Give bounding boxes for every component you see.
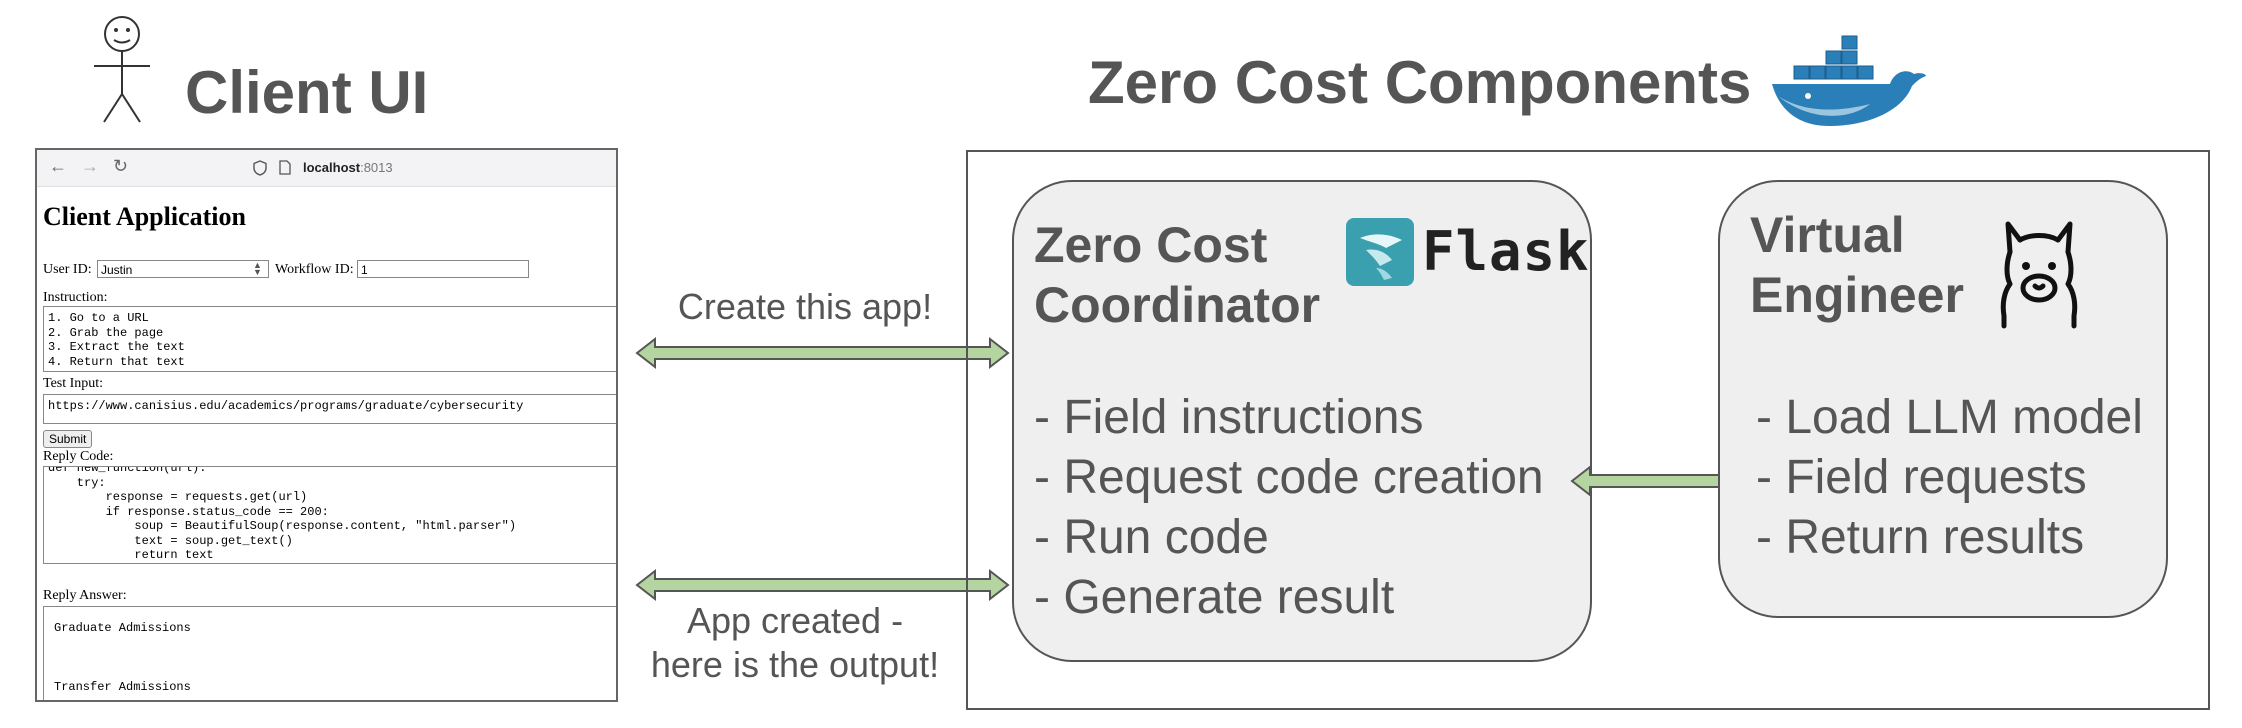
reply-answer-label: Reply Answer:	[43, 588, 127, 603]
code-line: soup = BeautifulSoup(response.content, "…	[48, 519, 517, 533]
user-id-label: User ID:	[43, 262, 92, 277]
code-line: try:	[48, 475, 106, 490]
engineer-title-line1: Virtual	[1750, 207, 1905, 263]
submit-button[interactable]: Submit	[43, 430, 93, 448]
code-line: def new_function(url):	[48, 466, 207, 475]
instruction-line: 2. Grab the page	[48, 325, 164, 340]
components-title: Zero Cost Components	[1088, 49, 1752, 116]
code-line: response = requests.get(url)	[48, 490, 308, 504]
instruction-line: 4. Return that text	[48, 354, 185, 369]
reply-code-textarea[interactable]: def new_function(url): try: response = r…	[43, 466, 616, 564]
url-host: localhost	[303, 160, 361, 175]
shield-icon	[253, 160, 267, 176]
engineer-panel	[1718, 180, 2168, 618]
coordinator-title-line2: Coordinator	[1034, 277, 1321, 333]
docker-whale-icon	[1772, 35, 1926, 126]
stepper-icon[interactable]: ▲▼	[253, 260, 262, 277]
coordinator-panel	[1012, 180, 1592, 662]
client-ui-title: Client UI	[185, 59, 429, 126]
test-input-value: https://www.canisius.edu/academics/progr…	[48, 399, 524, 413]
forward-arrow-icon[interactable]: →	[81, 156, 99, 176]
instruction-textarea[interactable]: 1. Go to a URL 2. Grab the page 3. Extra…	[43, 306, 616, 372]
app-title: Client Application	[43, 202, 246, 231]
coordinator-bullet: - Field instructions	[1034, 391, 1424, 444]
reload-icon[interactable]: ↻	[113, 156, 129, 176]
flask-logo-icon	[1346, 218, 1414, 286]
coordinator-bullet: - Generate result	[1034, 571, 1395, 624]
back-arrow-icon[interactable]: ←	[49, 156, 67, 176]
reply-code-label: Reply Code:	[43, 449, 114, 464]
engineer-bullet: - Return results	[1756, 511, 2085, 564]
instruction-line: 1. Go to a URL	[48, 311, 149, 325]
coordinator-bullet: - Request code creation	[1034, 451, 1544, 504]
code-line: return text	[48, 548, 214, 562]
url-port: :8013	[360, 160, 393, 175]
answer-line: Transfer Admissions	[54, 679, 191, 694]
create-app-label: Create this app!	[677, 286, 933, 327]
workflow-id-input[interactable]: 1	[357, 260, 529, 278]
double-arrow-bottom	[635, 568, 1010, 602]
llama-icon	[2000, 221, 2078, 329]
engineer-title-line2: Engineer	[1750, 267, 1964, 323]
page-icon	[279, 160, 291, 175]
app-created-label-line2: here is the output!	[650, 644, 940, 685]
browser-toolbar: ← → ↻ localhost:8013	[37, 150, 616, 187]
components-frame	[966, 150, 2210, 710]
coordinator-bullet: - Run code	[1034, 511, 1269, 564]
app-created-label-line1: App created -	[686, 600, 904, 641]
instruction-label: Instruction:	[43, 290, 108, 305]
engineer-bullet: - Load LLM model	[1756, 391, 2143, 444]
reply-answer-textarea[interactable]: Graduate Admissions Transfer Admissions	[43, 606, 616, 700]
answer-line: Graduate Admissions	[54, 621, 191, 635]
double-arrow-middle	[1570, 464, 1742, 498]
client-browser-window: ← → ↻ localhost:8013 Client Application …	[35, 148, 618, 702]
double-arrow-top	[635, 336, 1010, 370]
workflow-id-label: Workflow ID:	[275, 262, 354, 277]
code-line: text = soup.get_text()	[48, 533, 293, 548]
code-line: if response.status_code == 200:	[48, 504, 329, 519]
stick-figure-icon	[94, 16, 150, 123]
test-input-label: Test Input:	[43, 376, 104, 391]
flask-logo-text: Flask	[1422, 220, 1590, 283]
instruction-line: 3. Extract the text	[48, 340, 185, 354]
engineer-bullet: - Field requests	[1756, 451, 2087, 504]
test-input-field[interactable]: https://www.canisius.edu/academics/progr…	[43, 394, 616, 424]
coordinator-title-line1: Zero Cost	[1034, 217, 1268, 273]
user-id-input[interactable]: Justin	[97, 260, 269, 278]
address-bar[interactable]: localhost:8013	[303, 160, 393, 175]
